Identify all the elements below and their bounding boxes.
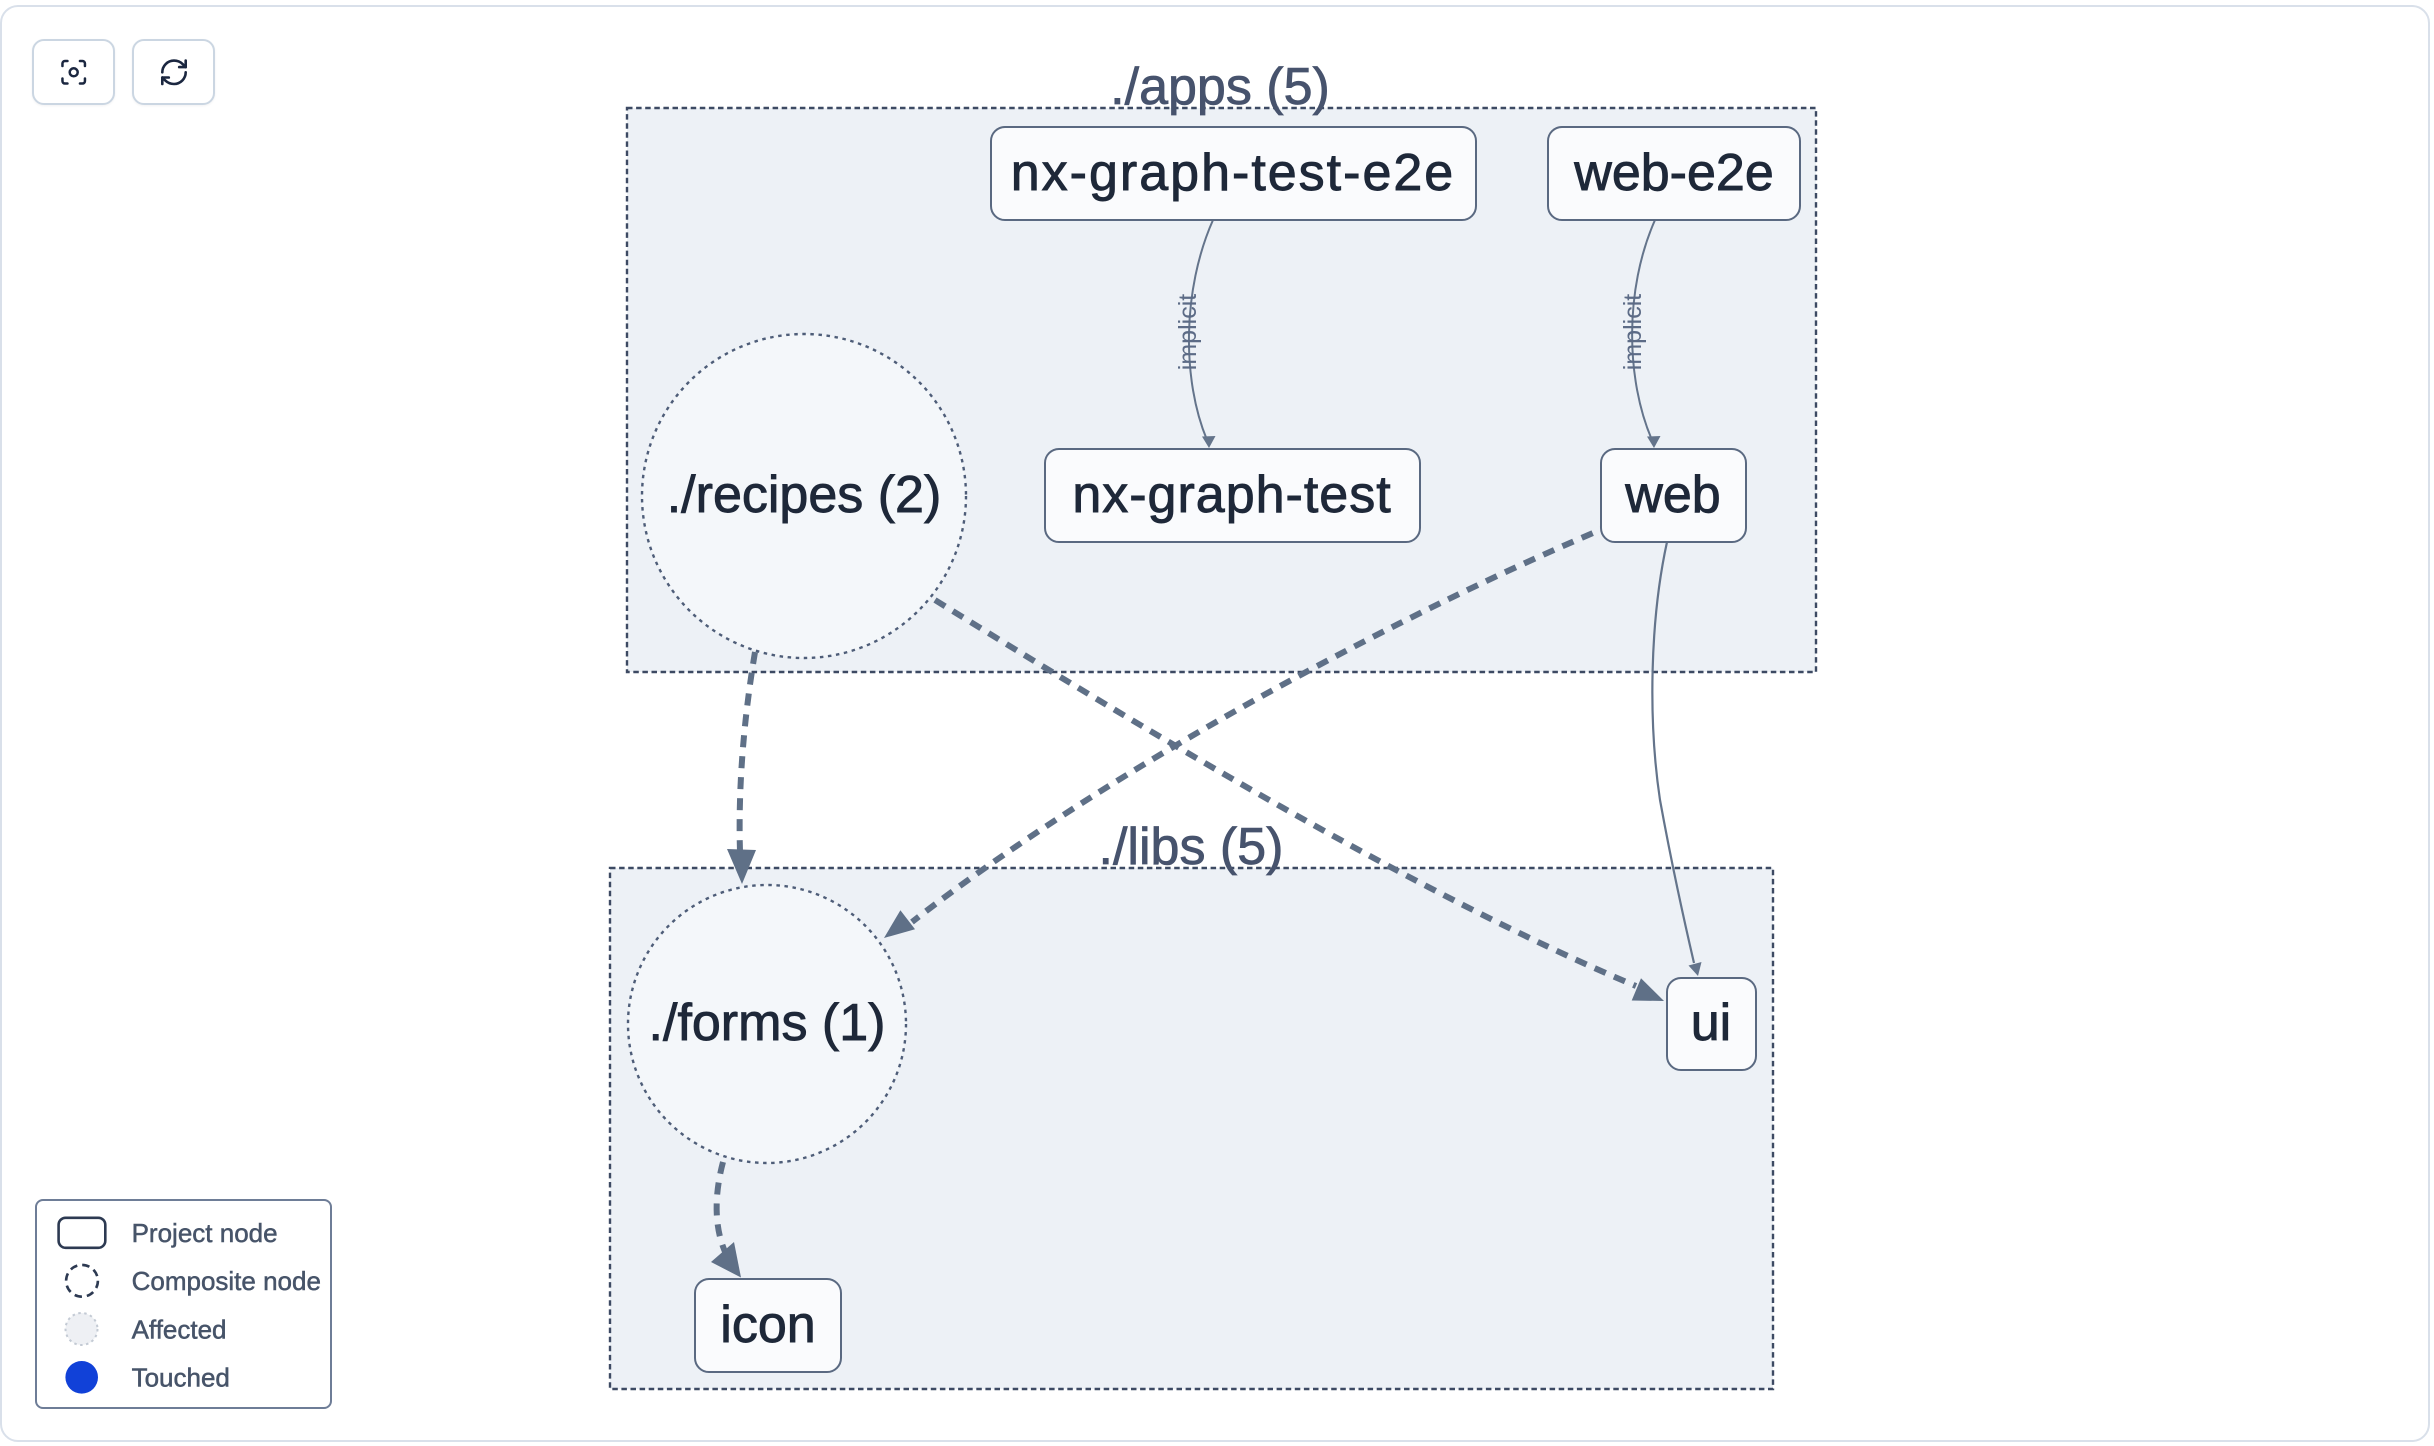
- svg-text:./forms (1): ./forms (1): [649, 994, 886, 1052]
- svg-text:nx-graph-test: nx-graph-test: [1072, 466, 1391, 524]
- svg-text:./libs (5): ./libs (5): [1099, 818, 1284, 876]
- svg-text:implicit: implicit: [1174, 294, 1202, 370]
- svg-text:icon: icon: [720, 1296, 815, 1354]
- svg-text:./recipes (2): ./recipes (2): [667, 466, 942, 524]
- svg-text:./apps (5): ./apps (5): [1110, 58, 1330, 116]
- svg-text:Touched: Touched: [132, 1363, 230, 1393]
- svg-text:Affected: Affected: [132, 1314, 227, 1344]
- svg-text:implicit: implicit: [1619, 294, 1647, 370]
- svg-text:Project node: Project node: [132, 1218, 278, 1248]
- svg-text:web: web: [1624, 466, 1720, 524]
- svg-text:web-e2e: web-e2e: [1573, 144, 1773, 202]
- svg-text:Composite node: Composite node: [132, 1266, 321, 1296]
- svg-text:ui: ui: [1691, 994, 1731, 1052]
- svg-text:nx-graph-test-e2e: nx-graph-test-e2e: [1011, 144, 1455, 202]
